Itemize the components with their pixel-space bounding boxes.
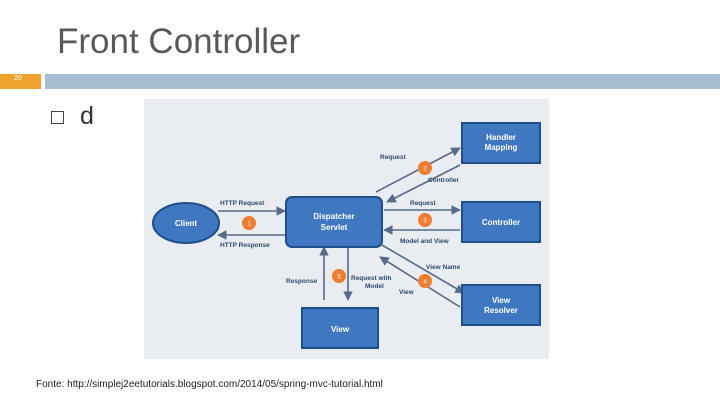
slide-number-badge xyxy=(0,74,41,89)
step-4-badge: 4 xyxy=(418,274,432,288)
dispatcher-label-1: Dispatcher xyxy=(313,212,354,221)
dispatcher-label-2: Servlet xyxy=(321,223,348,232)
front-controller-diagram: Client Dispatcher Servlet Handler Mappin… xyxy=(144,99,549,359)
step-2-label: 2 xyxy=(423,167,427,173)
bullet-text: d xyxy=(80,102,94,130)
title-divider-bar xyxy=(45,74,720,89)
diagram-svg: Client Dispatcher Servlet Handler Mappin… xyxy=(152,122,541,349)
handler-label-1: Handler xyxy=(486,133,516,142)
controller-label: Controller xyxy=(482,218,520,227)
arrow-view-name xyxy=(381,244,465,294)
slide-number: 20 xyxy=(14,75,22,82)
client-label: Client xyxy=(175,219,198,228)
label-response: Response xyxy=(286,278,317,285)
label-view-return: View xyxy=(399,289,415,296)
step-4-label: 4 xyxy=(423,280,427,286)
label-http-request: HTTP Request xyxy=(220,200,265,207)
step-1-label: 1 xyxy=(247,222,251,228)
label-http-response: HTTP Response xyxy=(220,242,270,249)
label-request-with-1: Request with xyxy=(351,275,391,282)
handler-mapping-node xyxy=(461,122,541,164)
arrow-controller-return xyxy=(386,164,461,203)
step-2-badge: 2 xyxy=(418,161,432,175)
bullet-square-icon xyxy=(51,111,64,124)
label-request-with-2: Model xyxy=(365,283,384,290)
client-node xyxy=(152,202,220,244)
source-footer: Fonte: http://simplej2eetutorials.blogsp… xyxy=(36,379,383,390)
controller-node xyxy=(461,201,541,243)
resolver-label-2: Resolver xyxy=(484,306,518,315)
view-label: View xyxy=(331,325,350,334)
label-controller-return: Controller xyxy=(428,177,460,184)
label-model-and-view: Model and View xyxy=(400,238,450,245)
dispatcher-servlet-node xyxy=(285,196,383,248)
label-view-name: View Name xyxy=(426,264,461,271)
step-1-badge: 1 xyxy=(242,216,256,230)
step-3-label: 3 xyxy=(423,219,427,225)
resolver-label-1: View xyxy=(492,296,511,305)
step-5-label: 5 xyxy=(337,275,341,281)
view-resolver-node xyxy=(461,284,541,326)
step-3-badge: 3 xyxy=(418,213,432,227)
label-request-top: Request xyxy=(380,154,406,161)
step-5-badge: 5 xyxy=(332,269,346,283)
handler-label-2: Mapping xyxy=(485,143,518,152)
arrow-request-handler xyxy=(375,147,461,193)
label-request-mid: Request xyxy=(410,200,436,207)
slide-title: Front Controller xyxy=(57,22,301,61)
view-node xyxy=(301,307,379,349)
